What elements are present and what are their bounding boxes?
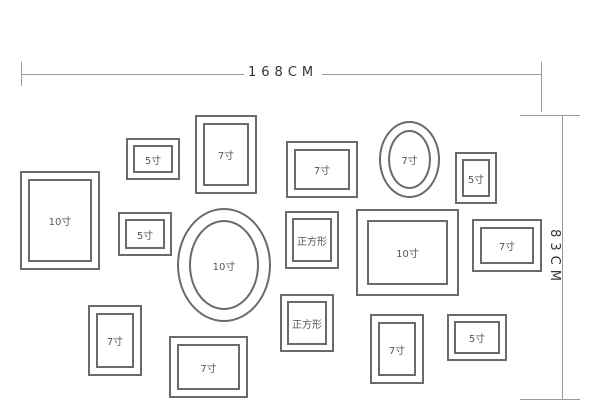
frame-10-inch-left: 10寸 [20, 171, 100, 270]
frame-label: 10寸 [212, 261, 236, 273]
height-dimension-tick-bottom [520, 399, 580, 400]
frame-label: 5寸 [467, 174, 485, 186]
height-dimension-label: 83CM [546, 225, 562, 290]
height-dimension-tick-top [520, 115, 580, 116]
frame-label: 5寸 [136, 230, 154, 242]
frame-7-inch-bottom-left: 7寸 [88, 305, 142, 376]
frame-label: 5寸 [468, 334, 486, 345]
frame-label: 7寸 [498, 242, 516, 253]
frame-label: 7寸 [388, 345, 406, 357]
frame-label: 正方形 [292, 319, 322, 331]
frame-label: 7寸 [200, 363, 217, 375]
frame-label: 10寸 [396, 249, 419, 260]
frame-square-bottom: 正方形 [280, 294, 334, 352]
frame-label: 7寸 [401, 156, 418, 167]
frame-5-inch-bottom-right: 5寸 [447, 314, 507, 361]
width-dimension-tick-right [541, 62, 542, 112]
width-dimension-label: 168CM [244, 65, 323, 80]
frame-label: 10寸 [48, 217, 72, 228]
frame-label: 7寸 [217, 151, 235, 162]
frame-7-inch-top: 7寸 [195, 115, 257, 194]
frame-5-inch-top-right: 5寸 [455, 152, 497, 204]
frame-5-inch-mid-left: 5寸 [118, 212, 172, 256]
frame-7-inch-bottom: 7寸 [169, 336, 248, 398]
frame-label: 7寸 [106, 337, 124, 348]
frame-label: 7寸 [313, 166, 331, 177]
frame-7-inch-right: 7寸 [472, 219, 542, 272]
frame-10-inch-right: 10寸 [356, 209, 459, 296]
frame-square-center: 正方形 [285, 211, 339, 269]
frame-10-inch-oval: 10寸 [177, 208, 271, 322]
frame-7-inch-bottom-right: 7寸 [370, 314, 424, 384]
frame-7-inch-center-top: 7寸 [286, 141, 358, 198]
frame-label: 正方形 [297, 236, 327, 248]
frame-label: 5寸 [144, 155, 162, 167]
height-dimension-line [562, 115, 563, 400]
frame-5-inch-top-left: 5寸 [126, 138, 180, 180]
frame-7-inch-oval: 7寸 [379, 121, 440, 198]
